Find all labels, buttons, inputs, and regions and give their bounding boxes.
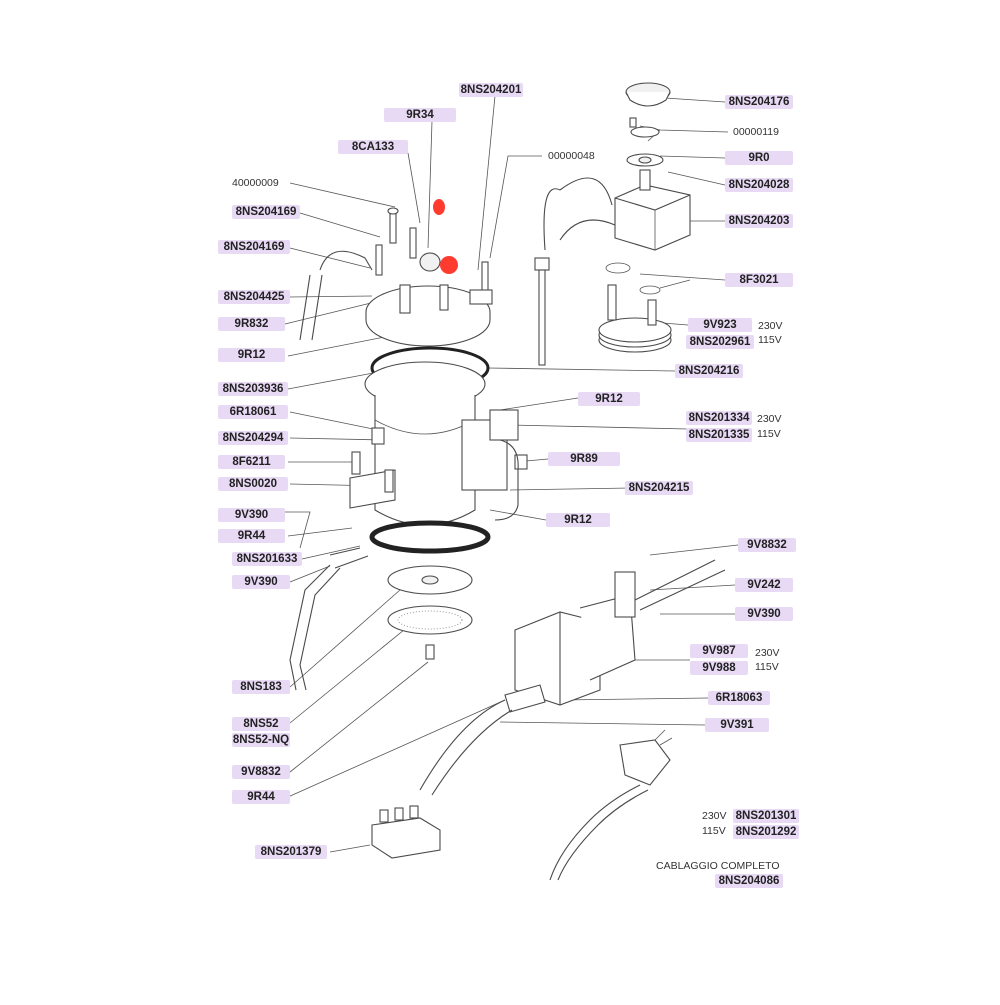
callout-9r34: 9R34 <box>384 108 456 122</box>
callout-8ca133: 8CA133 <box>338 140 408 154</box>
callout-8ns204294: 8NS204294 <box>218 431 288 445</box>
callout-8ns204425: 8NS204425 <box>218 290 290 304</box>
red-marker-2 <box>440 256 458 274</box>
voltage-heater-230: 230V <box>758 320 783 332</box>
voltage-pump-115: 115V <box>757 428 781 440</box>
callout-9v923: 9V923 <box>688 318 752 332</box>
callout-9v242: 9V242 <box>735 578 793 592</box>
callout-8ns52: 8NS52 <box>232 717 290 731</box>
code-40000009: 40000009 <box>232 177 279 189</box>
callout-8ns201301: 8NS201301 <box>733 809 799 823</box>
boiler-top <box>299 207 493 347</box>
vibration-pump <box>419 559 726 796</box>
callout-9v391: 9V391 <box>705 718 769 732</box>
callout-8ns204201: 8NS204201 <box>459 83 523 97</box>
callout-9v390-a: 9V390 <box>218 508 285 522</box>
callout-8ns201335: 8NS201335 <box>686 428 752 442</box>
callout-8ns204086: 8NS204086 <box>715 874 783 888</box>
callout-8ns204216: 8NS204216 <box>675 364 743 378</box>
callout-9r0: 9R0 <box>725 151 793 165</box>
heating-element <box>534 257 672 366</box>
callout-8ns52-nq: 8NS52-NQ <box>232 733 290 747</box>
code-00000119: 00000119 <box>733 126 779 138</box>
red-marker-1 <box>433 199 445 215</box>
voltage-cord-115: 115V <box>702 825 726 837</box>
callout-8f3021: 8F3021 <box>725 273 793 287</box>
callout-9r12-b: 9R12 <box>578 392 640 406</box>
voltage-pump-230: 230V <box>757 413 782 425</box>
callout-9r832: 9R832 <box>218 317 285 331</box>
callout-8ns204169-a: 8NS204169 <box>232 205 300 219</box>
boiler-body <box>349 361 528 526</box>
callout-8ns204169-b: 8NS204169 <box>218 240 290 254</box>
callout-9v390-b: 9V390 <box>232 575 290 589</box>
callout-9v8832-b: 9V8832 <box>738 538 796 552</box>
callout-9v988: 9V988 <box>690 661 748 675</box>
callout-9r12-c: 9R12 <box>546 513 610 527</box>
callout-9v8832-a: 9V8832 <box>232 765 290 779</box>
voltage-heater-115: 115V <box>758 334 782 346</box>
callout-8ns204203: 8NS204203 <box>725 214 793 228</box>
callout-8ns202961: 8NS202961 <box>686 335 754 349</box>
callout-9v390-c: 9V390 <box>735 607 793 621</box>
callout-8ns201292: 8NS201292 <box>733 825 799 839</box>
voltage-sol-115: 115V <box>755 661 779 673</box>
callout-8ns201379: 8NS201379 <box>255 845 327 859</box>
callout-8ns204176: 8NS204176 <box>725 95 793 109</box>
callout-8f6211: 8F6211 <box>218 455 285 469</box>
code-00000048: 00000048 <box>548 150 595 162</box>
terminal-block <box>371 805 441 859</box>
callout-8ns183: 8NS183 <box>232 680 290 694</box>
callout-6r18063: 6R18063 <box>708 691 770 705</box>
callout-8ns204215: 8NS204215 <box>625 481 693 495</box>
callout-9r44-b: 9R44 <box>232 790 290 804</box>
callout-8ns0020: 8NS0020 <box>218 477 288 491</box>
callout-8ns201633: 8NS201633 <box>232 552 302 566</box>
callout-9v987: 9V987 <box>690 644 748 658</box>
voltage-sol-230: 230V <box>755 647 780 659</box>
hose-left <box>289 564 331 691</box>
voltage-cord-230: 230V <box>702 810 727 822</box>
lower-gasket <box>369 520 491 554</box>
callout-9r44-a: 9R44 <box>218 529 285 543</box>
callout-8ns201334: 8NS201334 <box>686 411 752 425</box>
caption-cablaggio: CABLAGGIO COMPLETO <box>656 860 780 872</box>
callout-8ns204028: 8NS204028 <box>725 178 793 192</box>
callout-6r18061: 6R18061 <box>218 405 288 419</box>
thermostat-assembly <box>543 82 691 251</box>
callout-8ns203936: 8NS203936 <box>218 382 288 396</box>
shower-screen <box>387 605 473 635</box>
callout-9r89: 9R89 <box>548 452 620 466</box>
callout-9r12-a: 9R12 <box>218 348 285 362</box>
power-cord <box>549 729 673 881</box>
